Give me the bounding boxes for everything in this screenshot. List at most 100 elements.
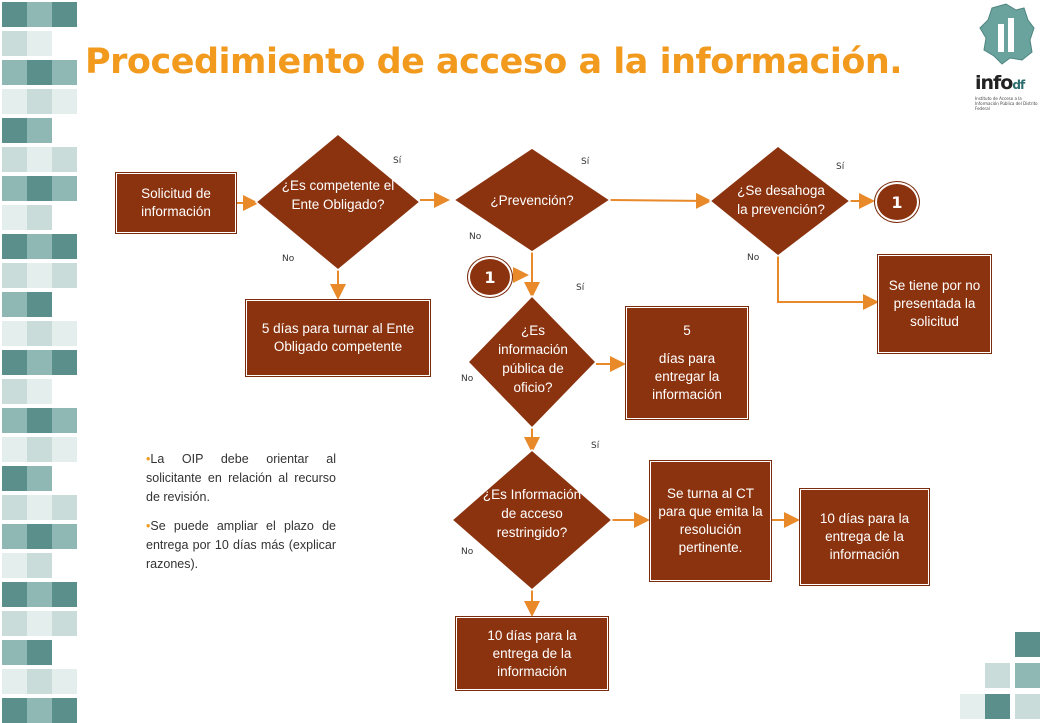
decorative-tile: [27, 611, 52, 636]
decorative-tile: [2, 2, 27, 27]
label-no-desahoga: No: [747, 253, 760, 263]
decorative-tile: [2, 408, 27, 433]
decorative-tile: [27, 205, 52, 230]
box-no-presentada: Se tiene por no presentada la solicitud: [877, 254, 992, 354]
label-si-prevencion: Sí: [581, 157, 590, 167]
decorative-tile: [27, 263, 52, 288]
bullet-icon: •: [146, 519, 151, 533]
decorative-tile: [27, 2, 52, 27]
decorative-tile: [27, 321, 52, 346]
decorative-tile: [27, 698, 52, 723]
decorative-tile: [52, 698, 77, 723]
decorative-tile: [2, 466, 27, 491]
page-title: Procedimiento de acceso a la información…: [85, 42, 903, 82]
decorative-tile: [27, 437, 52, 462]
decorative-tile: [2, 350, 27, 375]
connector-1: 1: [875, 182, 919, 222]
label-no-publica: No: [461, 374, 474, 384]
label-si-competente: Sí: [393, 156, 402, 166]
label-si-restringido: Sí: [591, 441, 600, 451]
decorative-tile: [27, 669, 52, 694]
decorative-tile: [27, 495, 52, 520]
decorative-tile: [2, 379, 27, 404]
decorative-tile: [2, 524, 27, 549]
box-cinco-number: 5: [683, 323, 691, 338]
box-turna-ct: Se turna al CT para que emita la resoluc…: [649, 460, 772, 582]
decision-competente: [254, 133, 422, 271]
decorative-tile: [52, 89, 77, 114]
box-cinco-dias: 5 días para entregar la información: [625, 306, 749, 420]
label-si-publica: Sí: [576, 283, 585, 293]
decorative-tile: [52, 611, 77, 636]
decorative-tile: [27, 89, 52, 114]
decorative-tile: [2, 89, 27, 114]
decorative-tile: [52, 234, 77, 259]
decorative-corner-tiles: [955, 630, 1040, 720]
decision-prevencion-text: ¿Prevención?: [490, 192, 574, 208]
decorative-tile: [2, 234, 27, 259]
decorative-tile: [52, 176, 77, 201]
label-no-prevencion: No: [469, 232, 482, 242]
decorative-tile: [27, 640, 52, 665]
decorative-tile: [2, 176, 27, 201]
decorative-tile: [2, 553, 27, 578]
decorative-tile: [52, 582, 77, 607]
note-item: •Se puede ampliar el plazo de entrega po…: [146, 519, 336, 571]
decorative-tile: [27, 408, 52, 433]
box-turnar: 5 días para turnar al Ente Obligado comp…: [245, 299, 431, 377]
decision-restringido: [450, 449, 614, 591]
decorative-tile: [52, 263, 77, 288]
decorative-tile: [2, 118, 27, 143]
decorative-tile: [52, 524, 77, 549]
infodf-logo: [979, 3, 1035, 65]
decorative-tile: [27, 60, 52, 85]
decision-desahoga: [708, 145, 852, 257]
decorative-tile: [27, 292, 52, 317]
decorative-tile: [985, 663, 1010, 688]
connector-1-return: 1: [468, 257, 512, 297]
box-diez-dias-restringido: 10 días para la entrega de la informació…: [455, 616, 609, 691]
logo-subtitle: Instituto de Acceso a la Información Púb…: [975, 96, 1038, 111]
decorative-tile: [52, 669, 77, 694]
decorative-tile: [52, 147, 77, 172]
label-si-desahoga: Sí: [836, 162, 845, 172]
box-cinco-text: días para entregar la información: [652, 351, 722, 402]
decorative-tile: [52, 60, 77, 85]
decorative-tile: [27, 466, 52, 491]
decorative-tile: [2, 147, 27, 172]
decorative-tile: [27, 350, 52, 375]
decorative-tile: [52, 437, 77, 462]
bullet-icon: •: [146, 452, 151, 466]
decorative-tile: [27, 234, 52, 259]
decorative-tile-column: [0, 0, 80, 723]
decorative-tile: [52, 321, 77, 346]
decorative-tile: [1015, 632, 1040, 657]
decorative-tile: [27, 118, 52, 143]
decorative-tile: [1015, 694, 1040, 719]
decorative-tile: [2, 31, 27, 56]
decorative-tile: [27, 176, 52, 201]
decorative-tile: [2, 292, 27, 317]
decorative-tile: [2, 582, 27, 607]
label-no-competente: No: [282, 254, 295, 264]
decorative-tile: [2, 669, 27, 694]
decorative-tile: [2, 60, 27, 85]
decorative-tile: [27, 31, 52, 56]
box-diez-dias-ct: 10 días para la entrega de la informació…: [799, 488, 930, 586]
notes: •La OIP debe orientar al solicitante en …: [146, 450, 336, 584]
decorative-tile: [960, 694, 985, 719]
decorative-tile: [2, 495, 27, 520]
box-solicitud: Solicitud de información: [115, 172, 237, 234]
decorative-tile: [1015, 663, 1040, 688]
decorative-tile: [2, 698, 27, 723]
decorative-tile: [52, 495, 77, 520]
decision-prevencion: [452, 147, 612, 253]
decorative-tile: [52, 350, 77, 375]
label-no-restringido: No: [461, 547, 474, 557]
decorative-tile: [27, 582, 52, 607]
decorative-tile: [2, 437, 27, 462]
decorative-tile: [27, 379, 52, 404]
decorative-tile: [52, 408, 77, 433]
logo-wordmark: infodf: [975, 72, 1025, 94]
